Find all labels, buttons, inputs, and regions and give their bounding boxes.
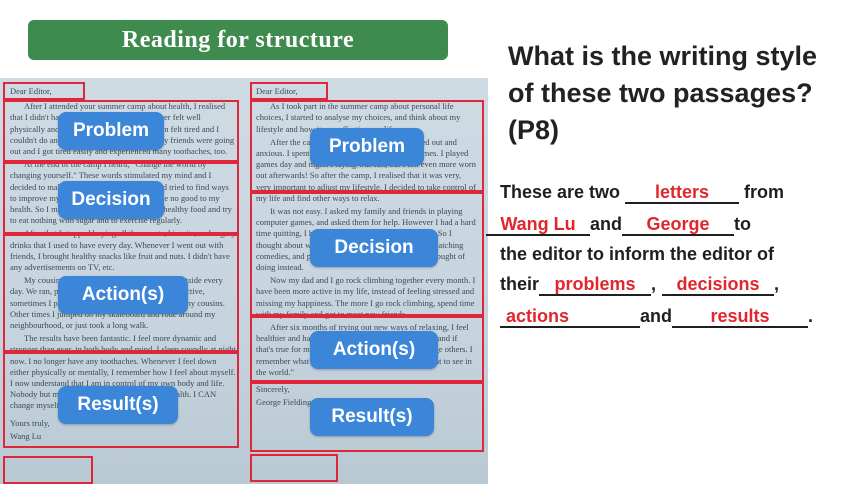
blank-wang-lu: Wang Lu — [486, 214, 590, 236]
blank-actions: actions — [500, 306, 640, 328]
answer-line-3: the editor to inform the editor of — [500, 244, 774, 264]
blank-letters: letters — [625, 182, 740, 204]
slide-title: Reading for structure — [121, 26, 355, 53]
answer-line-1: These are two letters from — [500, 182, 784, 204]
answer-line-5: actions and results. — [500, 306, 813, 328]
answer-line-4: their problems, decisions, — [500, 274, 779, 296]
left-decision-box — [3, 162, 239, 234]
answer-period: . — [808, 306, 814, 326]
right-label-problem: Problem — [310, 128, 424, 166]
fill-letters: letters — [655, 182, 710, 202]
answer-line4-end: , — [774, 274, 780, 294]
right-label-results: Result(s) — [310, 398, 434, 436]
right-problem-box — [250, 100, 484, 192]
answer-line4-start: their — [500, 274, 540, 294]
fill-problems: problems — [554, 274, 636, 294]
answer-line2-mid: and — [590, 214, 623, 234]
right-closing: Sincerely, — [256, 384, 290, 395]
left-closing-box — [3, 456, 93, 484]
left-salutation: Dear Editor, — [10, 86, 52, 96]
answer-line1-end: from — [739, 182, 785, 202]
right-action-box — [250, 316, 484, 382]
right-decision-box — [250, 192, 484, 316]
left-label-problem: Problem — [58, 112, 164, 150]
blank-problems: problems — [539, 274, 652, 296]
right-closing-box — [250, 454, 338, 482]
left-label-actions: Action(s) — [58, 276, 188, 314]
answer-line1-start: These are two — [500, 182, 626, 202]
left-signature: Wang Lu — [10, 430, 42, 441]
blank-results: results — [672, 306, 809, 328]
blank-decisions: decisions — [662, 274, 775, 296]
right-result-box — [250, 382, 484, 452]
fill-actions: actions — [506, 306, 570, 326]
left-label-decision: Decision — [58, 181, 164, 219]
right-label-decision: Decision — [310, 229, 438, 267]
left-closing: Yours truly, — [10, 417, 50, 428]
slide-title-bar: Reading for structure — [28, 20, 448, 60]
question-text: What is the writing style of these two p… — [508, 41, 818, 145]
right-salutation-box — [250, 82, 328, 100]
left-action-box — [3, 234, 239, 352]
fill-results: results — [710, 306, 770, 326]
answer-line2-end: to — [734, 214, 752, 234]
left-label-results: Result(s) — [58, 386, 178, 424]
right-salutation: Dear Editor, — [256, 86, 298, 96]
right-paragraph-4: Now my dad and I go rock climbing togeth… — [256, 275, 476, 319]
blank-george: George — [622, 214, 735, 236]
right-label-actions: Action(s) — [310, 331, 438, 369]
fill-decisions: decisions — [676, 274, 760, 294]
right-signature: George Fielding — [256, 397, 312, 408]
fill-george: George — [646, 214, 710, 234]
fill-wang-lu: Wang Lu — [500, 214, 576, 234]
answer-line5-mid: and — [640, 306, 673, 326]
left-problem-box — [3, 100, 239, 162]
answer-line-2: Wang Lu and George to — [486, 214, 751, 236]
left-result-box — [3, 352, 239, 448]
answer-comma: , — [651, 274, 657, 294]
left-salutation-box — [3, 82, 85, 100]
